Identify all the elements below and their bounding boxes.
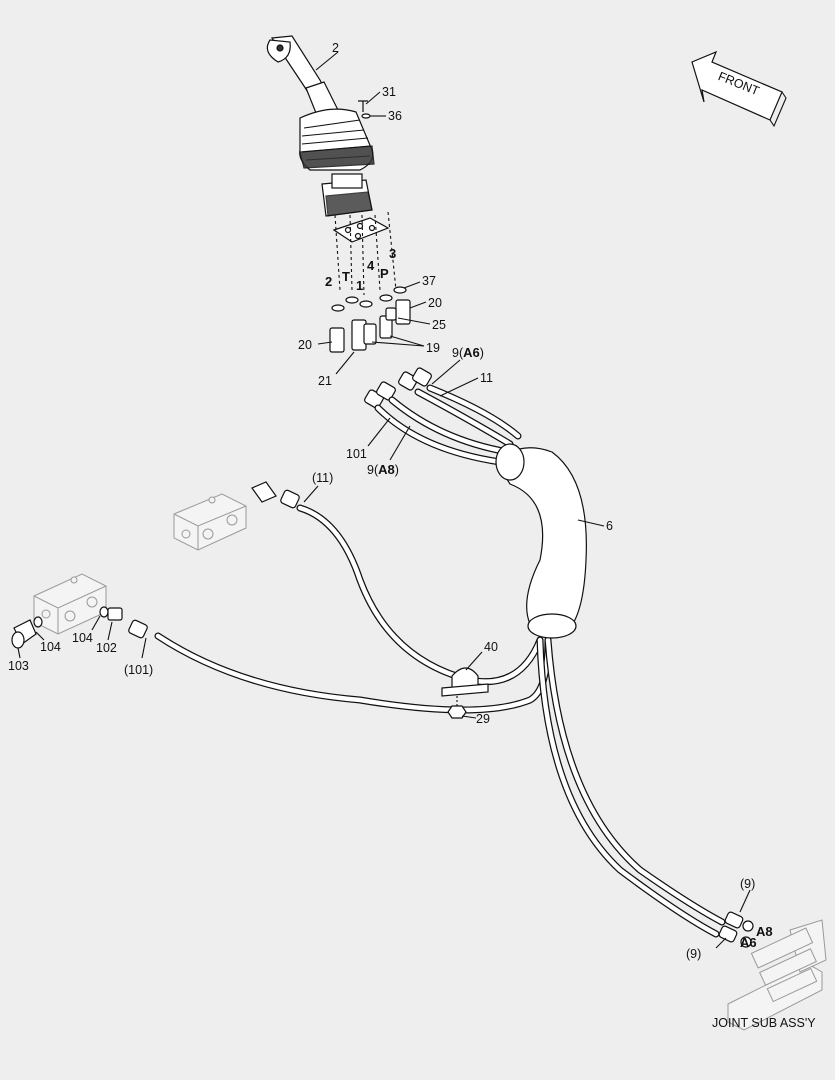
callout-11: 11 (480, 371, 493, 385)
callout-101-paren: (101) (124, 663, 153, 677)
port-label-2: 2 (325, 274, 332, 289)
assembly-lines (334, 211, 397, 296)
port-label-4: 4 (367, 258, 375, 273)
callout-102: 102 (96, 641, 117, 655)
front-arrow: FRONT (691, 50, 787, 128)
port-label-T: T (342, 269, 350, 284)
o-rings (331, 286, 407, 312)
port-ref-A8: A8 (756, 924, 773, 939)
valve-plate (332, 217, 390, 243)
callout-20-left: 20 (298, 338, 312, 352)
callout-20-right: 20 (428, 296, 442, 310)
callout-29: 29 (476, 712, 490, 726)
callout-104-right: 104 (72, 631, 93, 645)
joystick-boot (299, 108, 375, 171)
screw-31 (358, 100, 371, 119)
callout-25: 25 (432, 318, 446, 332)
pilot-valve-body (321, 173, 373, 217)
callout-9-a6: 9(A6) (452, 345, 484, 360)
bolt-29 (447, 696, 467, 719)
hose-end-fittings (364, 367, 432, 409)
fittings (329, 299, 411, 353)
adapter-102 (99, 606, 148, 639)
port-label-1: 1 (356, 278, 363, 293)
port-label-P: P (380, 266, 389, 281)
hoses (154, 384, 726, 938)
assembly-label: JOINT SUB ASS'Y (712, 1016, 816, 1030)
joint-sub-assembly (718, 911, 827, 1031)
callout-labels: 2 31 36 2 T 1 4 P 3 37 20 25 20 19 21 9(… (8, 41, 816, 1030)
callout-37: 37 (422, 274, 436, 288)
joystick-lever (266, 35, 339, 119)
protective-sleeve (495, 443, 587, 639)
callout-40: 40 (484, 640, 498, 654)
callout-9-a8: 9(A8) (367, 462, 399, 477)
port-ref-A6: A6 (740, 935, 757, 950)
callout-103: 103 (8, 659, 29, 673)
callout-6: 6 (606, 519, 613, 533)
callout-9-top: (9) (740, 877, 755, 891)
callout-36: 36 (388, 109, 402, 123)
callout-21: 21 (318, 374, 332, 388)
clamp-40 (441, 667, 489, 697)
elbow-103 (11, 616, 43, 649)
callout-2: 2 (332, 41, 339, 55)
callout-101: 101 (346, 447, 367, 461)
callout-31: 31 (382, 85, 396, 99)
callout-19: 19 (426, 341, 440, 355)
valve-block-upper (173, 481, 300, 551)
callout-11-paren: (11) (312, 471, 333, 485)
callout-9-bottom: (9) (686, 947, 701, 961)
callout-104-left: 104 (40, 640, 61, 654)
port-label-3: 3 (389, 246, 396, 261)
leader-lines (17, 51, 751, 949)
